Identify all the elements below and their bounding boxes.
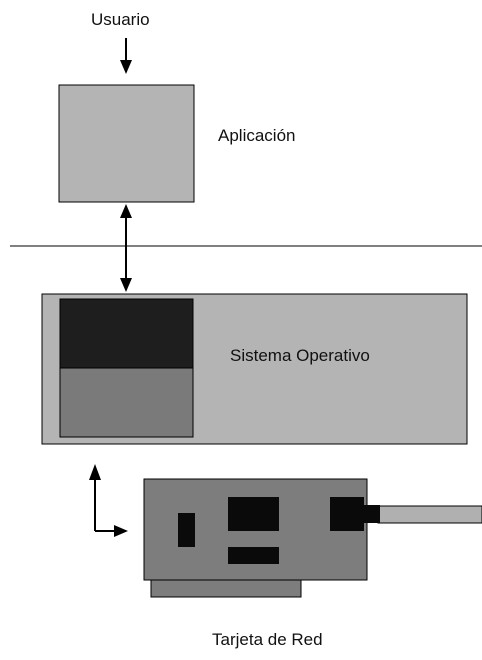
application-box	[58, 84, 195, 203]
application-label: Aplicación	[218, 126, 296, 145]
network-card-port	[330, 497, 364, 531]
network-card-chip-large	[228, 497, 279, 531]
os-dark-panel	[59, 298, 194, 369]
network-card-cable	[377, 505, 482, 524]
user-label: Usuario	[91, 10, 150, 29]
network-card-plug	[362, 505, 380, 523]
network-card	[143, 478, 482, 598]
operating-system-label: Sistema Operativo	[230, 346, 370, 365]
os-card-elbow-arrow	[89, 464, 128, 537]
network-card-edge-connector	[150, 578, 302, 598]
user-arrow	[120, 38, 132, 74]
network-card-chip-small	[178, 513, 195, 547]
os-mid-panel	[59, 367, 194, 438]
network-card-label: Tarjeta de Red	[212, 630, 323, 649]
app-os-bidirectional-arrow	[120, 204, 132, 292]
network-card-chip-wide	[228, 547, 279, 564]
